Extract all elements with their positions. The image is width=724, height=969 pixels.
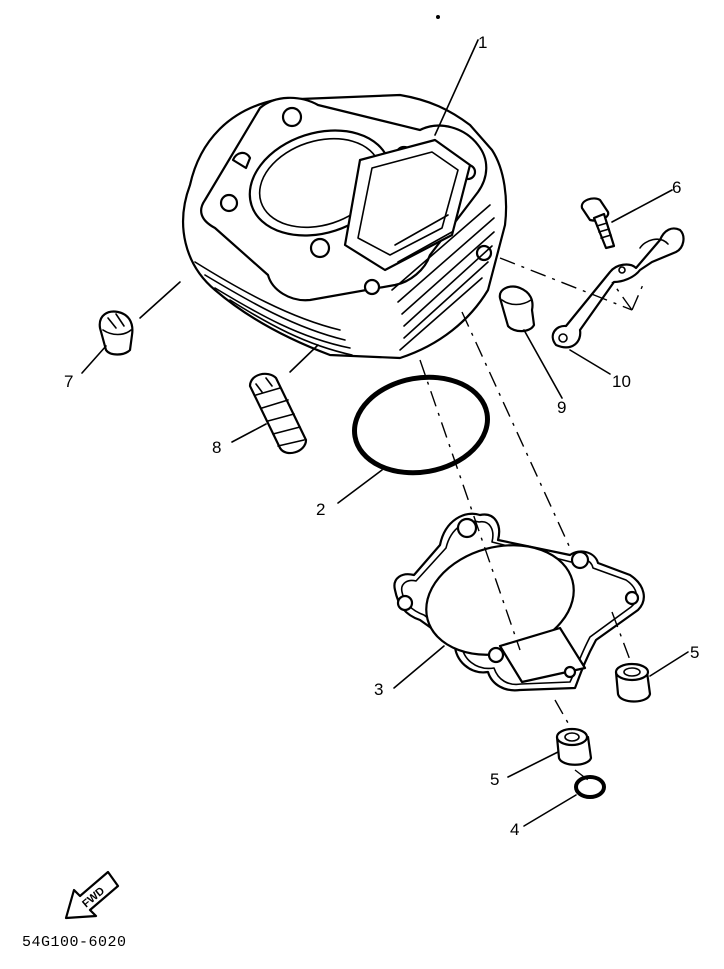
ring-part: [574, 775, 606, 799]
dowel-pin-lower: [555, 727, 593, 766]
callout-5-lower: 5: [490, 770, 499, 789]
diagram-code: 54G100-6020: [22, 934, 127, 951]
callout-10: 10: [612, 372, 631, 391]
plug-part: [98, 310, 134, 356]
callout-5-right: 5: [690, 643, 699, 662]
fwd-arrow-icon: FWD: [64, 870, 120, 920]
callout-8: 8: [212, 438, 221, 457]
callout-1: 1: [478, 33, 487, 52]
dowel-pin-right: [614, 662, 652, 703]
cylinder-part: [182, 93, 508, 360]
callout-2: 2: [316, 500, 325, 519]
stud-part: [248, 372, 308, 455]
bolt-part: [580, 197, 616, 250]
o-ring-part: [352, 374, 490, 476]
leader-lines: [81, 39, 689, 827]
callout-labels: 1 2 3 4 5 5 6 7 8 9 10: [64, 33, 699, 839]
gasket-part: [393, 512, 645, 692]
dowel-part: [498, 285, 536, 333]
callout-9: 9: [557, 398, 566, 417]
alignment-lines: [419, 257, 646, 781]
callout-3: 3: [374, 680, 383, 699]
callout-4: 4: [510, 820, 519, 839]
callout-6: 6: [672, 178, 681, 197]
bracket-part: [551, 227, 685, 349]
callout-7: 7: [64, 372, 73, 391]
